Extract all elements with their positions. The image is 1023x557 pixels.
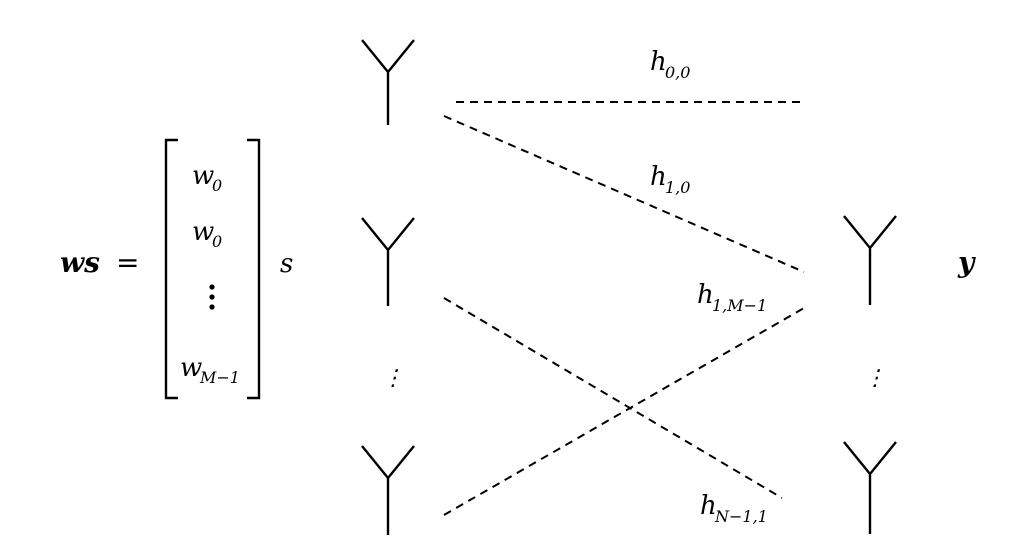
beamforming-equation: ws = w 0 w 0 w M−1 s (60, 138, 293, 400)
svg-text:h: h (650, 162, 667, 192)
vector-entry-w1-base: w (192, 217, 214, 247)
label-hN-1-1: h N−1,1 (700, 491, 768, 526)
channel-link-h1M-1 (443, 307, 805, 516)
rx-ellipsis: ⋮ (864, 366, 886, 391)
rx-antenna-bottom (843, 441, 897, 534)
rx-antenna-top (843, 215, 897, 305)
tx-ellipsis: ⋮ (382, 366, 404, 391)
channel-link-hN-1-1 (443, 297, 783, 499)
svg-text:h: h (697, 280, 714, 310)
tx-antenna-bottom (361, 445, 415, 535)
channel-link-h10 (443, 115, 805, 273)
vector-vertical-dots (209, 284, 215, 310)
lhs-vector-ws: ws (60, 246, 100, 279)
svg-text:1,0: 1,0 (665, 178, 690, 197)
tx-antenna-middle (361, 217, 415, 306)
svg-text:h: h (650, 47, 667, 77)
scalar-s: s (280, 249, 293, 279)
receiver-label-y: y (957, 246, 976, 279)
vector-entry-wM-1-base: w (180, 353, 202, 383)
svg-text:N−1,1: N−1,1 (714, 507, 768, 526)
right-bracket (247, 138, 261, 400)
svg-text:1,M−1: 1,M−1 (712, 296, 767, 315)
vector-entry-w1-sub: 0 (212, 232, 222, 251)
vector-entry-w0-sub: 0 (212, 176, 222, 195)
svg-text:0,0: 0,0 (665, 63, 690, 82)
label-h10: h 1,0 (650, 162, 690, 197)
tx-antenna-top (361, 39, 415, 125)
left-bracket (164, 138, 178, 400)
label-h00: h 0,0 (650, 47, 690, 82)
vector-entry-wM-1-sub: M−1 (199, 368, 240, 387)
equals-sign: = (116, 246, 139, 279)
svg-text:h: h (700, 491, 717, 521)
label-h1M-1: h 1,M−1 (697, 280, 767, 315)
vector-entry-w0-base: w (192, 161, 214, 191)
